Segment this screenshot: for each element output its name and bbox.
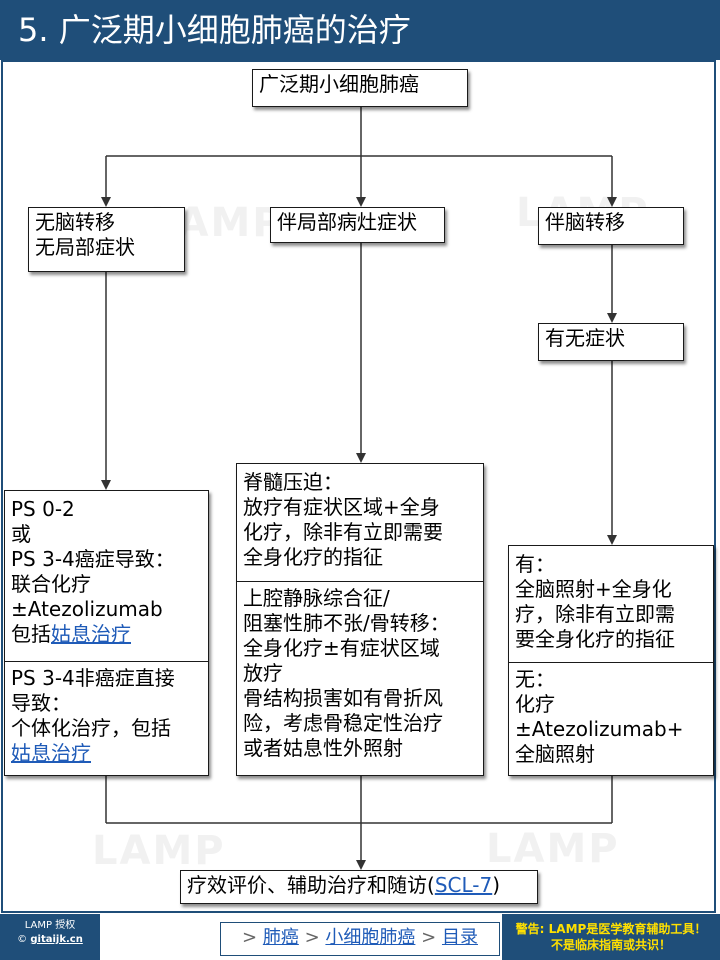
right-top-line: 有： [515,552,555,576]
branch-left-line2: 无局部症状 [35,235,135,259]
left-outcome-bottom: PS 3-4非癌症直接 导致： 个体化治疗，包括 姑息治疗 [5,661,208,768]
mid-top-line: 脊髓压迫： [243,470,343,494]
branch-right-label: 伴脑转移 [545,210,625,234]
right-bottom-line: 无： [515,667,555,691]
footer-license: LAMP 授权 © gitaijk.cn [0,914,100,960]
right-top-line: 疗，除非有立即需 [515,602,675,626]
breadcrumb-contents[interactable]: 目录 [441,927,478,948]
mid-bottom-line: 阻塞性肺不张/骨转移： [243,611,450,635]
left-bottom-line: 导致： [11,691,71,715]
mid-bottom-line: 或者姑息性外照射 [243,736,403,760]
breadcrumb-sclc[interactable]: 小细胞肺癌 [325,927,416,948]
page-title: 5. 广泛期小细胞肺癌的治疗 [18,11,411,49]
breadcrumb-separator: > [242,927,258,948]
right-top-line: 全脑照射+全身化 [515,577,672,601]
left-top-last-line: 包括姑息治疗 [11,622,202,647]
mid-outcome-top: 脊髓压迫： 放疗有症状区域+全身 化疗，除非有立即需要 全身化疗的指征 [237,468,483,572]
mid-bottom-line: 上腔静脉综合征/ [243,586,390,610]
header-bar: 5. 广泛期小细胞肺癌的治疗 [0,0,720,60]
breadcrumb: > 肺癌 > 小细胞肺癌 > 目录 [220,922,500,956]
branch-mid-label: 伴局部病灶症状 [277,210,417,234]
left-top-line: ±Atezolizumab [11,597,163,621]
breadcrumb-lung-cancer[interactable]: 肺癌 [262,927,299,948]
right-top-line: 要全身化疗的指征 [515,627,675,651]
left-bottom-line: 个体化治疗，包括 [11,716,171,740]
palliative-care-link[interactable]: 姑息治疗 [51,622,131,646]
branch-no-brain-metastasis: 无脑转移 无局部症状 [28,207,185,272]
warning-banner: 警告: LAMP是医学教育辅助工具！ 不是临床指南或共识！ [502,914,720,960]
watermark: LAMP [486,826,620,872]
symptom-node-label: 有无症状 [545,326,625,350]
breadcrumb-separator: > [421,927,437,948]
watermark: LAMP [92,828,226,874]
mid-bottom-line: 险，考虑骨稳定性治疗 [243,711,443,735]
final-label: 疗效评价、辅助治疗和随访(SCL-7) [187,873,531,898]
right-bottom-line: ±Atezolizumab+ [515,717,684,741]
mid-top-line: 化疗，除非有立即需要 [243,520,443,544]
final-node: 疗效评价、辅助治疗和随访(SCL-7) [180,870,538,904]
site-line: © gitaijk.cn [0,933,100,947]
left-bottom-line: PS 3-4非癌症直接 [11,666,175,690]
warning-line2: 不是临床指南或共识！ [550,938,671,952]
left-top-line: 或 [11,522,31,546]
left-outcome-top: PS 0-2 或 PS 3-4癌症导致： 联合化疗 ±Atezolizumab … [5,495,208,649]
branch-left-line1: 无脑转移 [35,210,115,234]
mid-top-line: 放疗有症状区域+全身 [243,495,440,519]
mid-top-line: 全身化疗的指征 [243,545,383,569]
mid-bottom-line: 全身化疗±有症状区域 [243,636,440,660]
mid-bottom-line: 放疗 [243,661,283,685]
license-text: LAMP 授权 [24,920,76,931]
right-bottom-line: 全脑照射 [515,742,595,766]
left-top-line: PS 3-4癌症导致： [11,547,175,571]
final-suffix: ) [492,873,501,897]
left-top-last-prefix: 包括 [11,622,51,646]
final-prefix: 疗效评价、辅助治疗和随访( [187,873,435,897]
site-link[interactable]: gitaijk.cn [30,934,83,945]
mid-outcome-bottom: 上腔静脉综合征/ 阻塞性肺不张/骨转移： 全身化疗±有症状区域 放疗 骨结构损害… [237,581,483,763]
symptom-check-node: 有无症状 [538,323,684,361]
left-top-line: PS 0-2 [11,497,75,521]
left-top-line: 联合化疗 [11,572,91,596]
branch-local-symptoms: 伴局部病灶症状 [270,207,445,243]
right-bottom-line: 化疗 [515,692,555,716]
warning-line1: 警告: LAMP是医学教育辅助工具！ [515,922,707,936]
palliative-care-link[interactable]: 姑息治疗 [11,741,91,765]
right-outcome-bottom: 无： 化疗 ±Atezolizumab+ 全脑照射 [509,662,713,769]
scl7-link[interactable]: SCL-7 [434,873,493,897]
mid-outcome-box: 脊髓压迫： 放疗有症状区域+全身 化疗，除非有立即需要 全身化疗的指征 上腔静脉… [236,463,484,776]
root-node: 广泛期小细胞肺癌 [252,69,468,107]
mid-bottom-line: 骨结构损害如有骨折风 [243,686,443,710]
left-outcome-box: PS 0-2 或 PS 3-4癌症导致： 联合化疗 ±Atezolizumab … [4,490,209,776]
right-outcome-top: 有： 全脑照射+全身化 疗，除非有立即需 要全身化疗的指征 [509,550,713,654]
copyright-symbol: © [17,934,28,945]
right-outcome-box: 有： 全脑照射+全身化 疗，除非有立即需 要全身化疗的指征 无： 化疗 ±Ate… [508,545,714,776]
breadcrumb-separator: > [304,927,320,948]
root-label: 广泛期小细胞肺癌 [259,72,419,96]
branch-brain-metastasis: 伴脑转移 [538,207,684,245]
